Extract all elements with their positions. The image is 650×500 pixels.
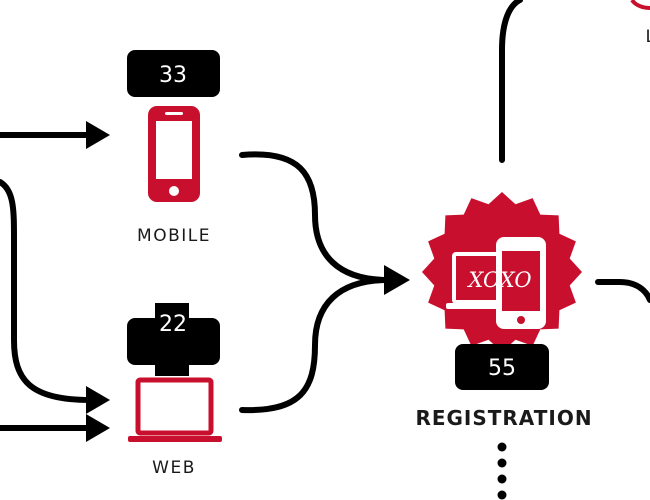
registration-count: 55 [488, 356, 516, 381]
line-registration-up [499, 0, 523, 163]
mobile-count-badge [127, 50, 220, 97]
xoxo-device-seal-icon: XOXO [446, 237, 546, 329]
partial-node-label: L [646, 27, 650, 47]
arrowhead-mobile [86, 121, 110, 149]
connectors [0, 0, 650, 431]
web-label: WEB [152, 458, 196, 478]
curve-mobile-to-registration [239, 151, 391, 283]
registration-label: REGISTRATION [415, 406, 592, 430]
curve-web-to-registration [239, 277, 391, 414]
arrowhead-registration [384, 265, 410, 295]
registration-count-badge [455, 344, 549, 390]
arrowhead-web-upper [86, 386, 110, 414]
web-node: 22 WEB [127, 303, 222, 478]
smartphone-icon [148, 106, 200, 202]
arrowheads [86, 121, 410, 442]
curve-left-to-web [0, 179, 93, 403]
xoxo-logo: XOXO [466, 268, 531, 292]
laptop-icon [128, 377, 222, 442]
mobile-count: 33 [159, 63, 187, 88]
registration-node: XOXO 55 REGISTRATION [415, 192, 592, 430]
mobile-node: 33 MOBILE [127, 50, 220, 246]
mobile-label: MOBILE [137, 226, 211, 246]
web-badge-overlay [155, 303, 189, 376]
dotted-connector [497, 442, 507, 500]
line-registration-right [595, 279, 650, 303]
arrowhead-web-lower [86, 414, 110, 442]
partial-red-arc [630, 0, 650, 10]
web-count: 22 [159, 312, 187, 337]
